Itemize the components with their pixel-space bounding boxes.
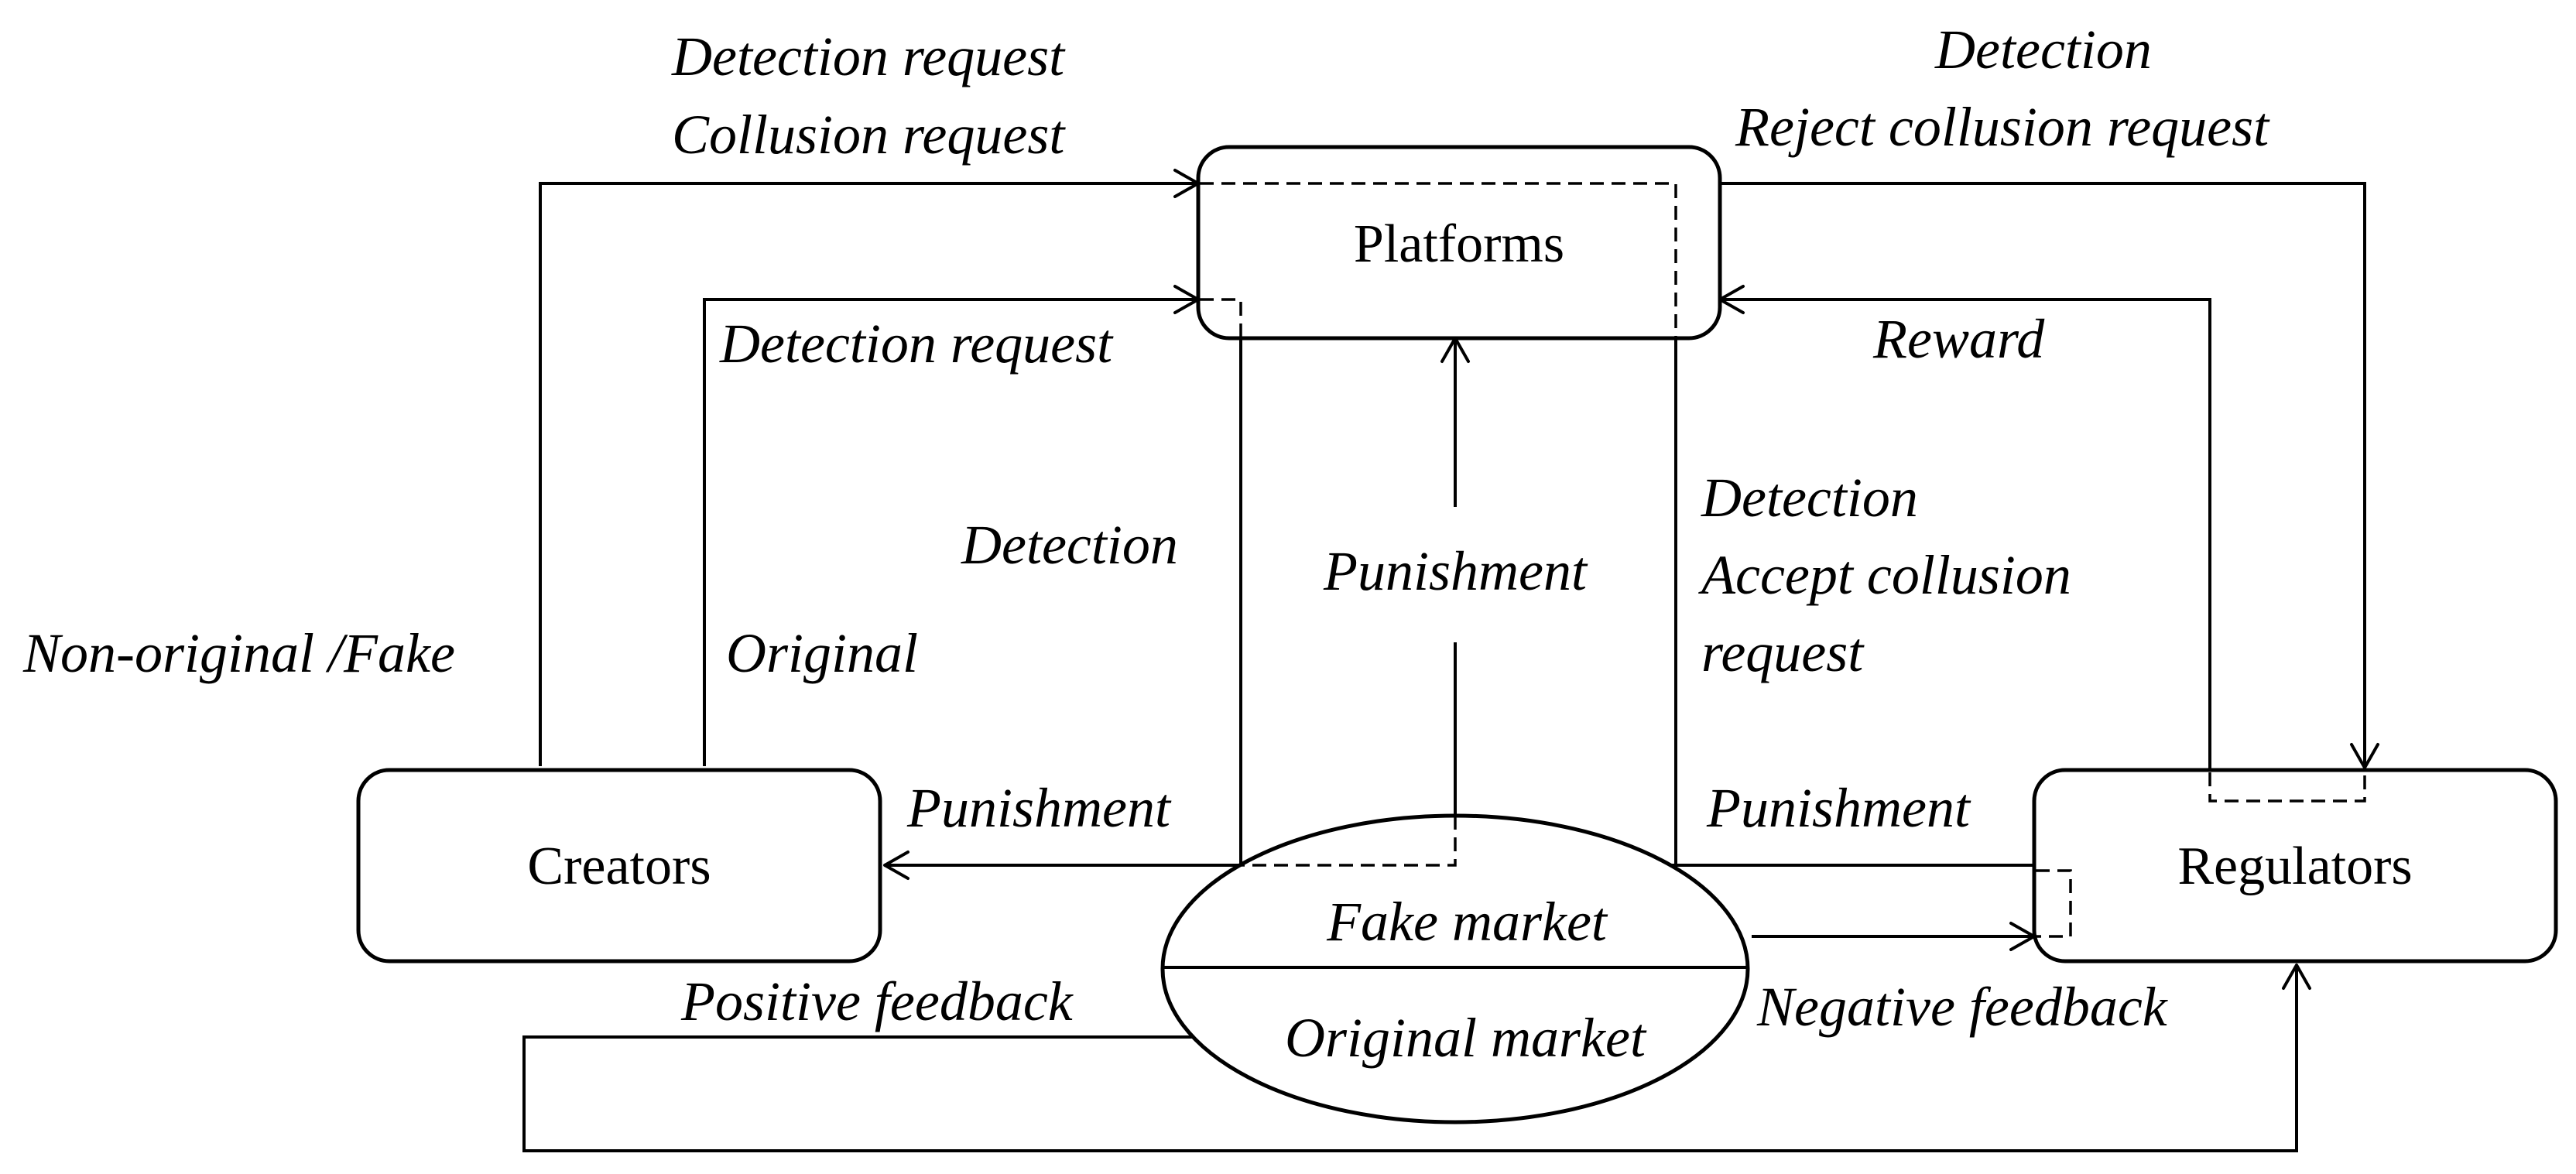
label-accept-collusion-request: request: [1701, 621, 1865, 683]
regulators-box: [2032, 768, 2558, 964]
label-punishment-left: Punishment: [906, 777, 1172, 839]
regulators-label: Regulators: [2177, 837, 2412, 896]
label-punishment-right: Punishment: [1706, 777, 1971, 839]
dashed-fake-market: [1231, 805, 1457, 867]
arrowhead-creators-right: [883, 851, 909, 880]
label-punishment-center: Punishment: [1323, 540, 1588, 602]
edge-creators-nonoriginal-to-platforms: [539, 182, 1198, 766]
original-market-label: Original market: [1285, 1007, 1647, 1069]
edge-platforms-to-regulators: [1720, 182, 2366, 768]
dashed-regulators-inner-top: [2208, 772, 2366, 803]
label-non-original-fake: Non-original /Fake: [22, 622, 455, 684]
arrowhead-regulators-top: [2350, 743, 2379, 769]
label-negative-feedback: Negative feedback: [1756, 976, 2169, 1038]
label-positive-feedback: Positive feedback: [680, 970, 1074, 1032]
edge-feedback-loop: [522, 965, 2298, 1152]
label-detection-request-mid: Detection request: [719, 313, 1114, 375]
label-original: Original: [726, 622, 918, 684]
label-detection-left: Detection: [961, 514, 1178, 576]
label-collusion-request: Collusion request: [672, 104, 1066, 166]
dashed-platforms-inner-left: [1200, 298, 1242, 341]
fake-market-label: Fake market: [1326, 891, 1608, 953]
label-accept-collusion: Accept collusion: [1698, 544, 2071, 606]
creators-label: Creators: [527, 837, 711, 896]
creators-box: [356, 768, 882, 964]
dashed-platforms-inner-right: [1200, 182, 1677, 338]
dashed-regulators-inner-left: [2036, 869, 2072, 938]
edge-regulators-reward-to-platforms: [1720, 298, 2211, 774]
label-detection-top-right: Detection: [1934, 19, 2152, 80]
label-reward: Reward: [1872, 308, 2045, 370]
label-reject-collusion: Reject collusion request: [1735, 96, 2270, 158]
label-detection-right: Detection: [1701, 467, 1918, 529]
label-detection-request-top: Detection request: [671, 26, 1066, 87]
edge-creators-original-to-platforms: [703, 298, 1198, 766]
platforms-label: Platforms: [1354, 214, 1564, 274]
platforms-box: [1196, 145, 1722, 341]
arrowhead-regulators-bottom: [2282, 964, 2311, 990]
